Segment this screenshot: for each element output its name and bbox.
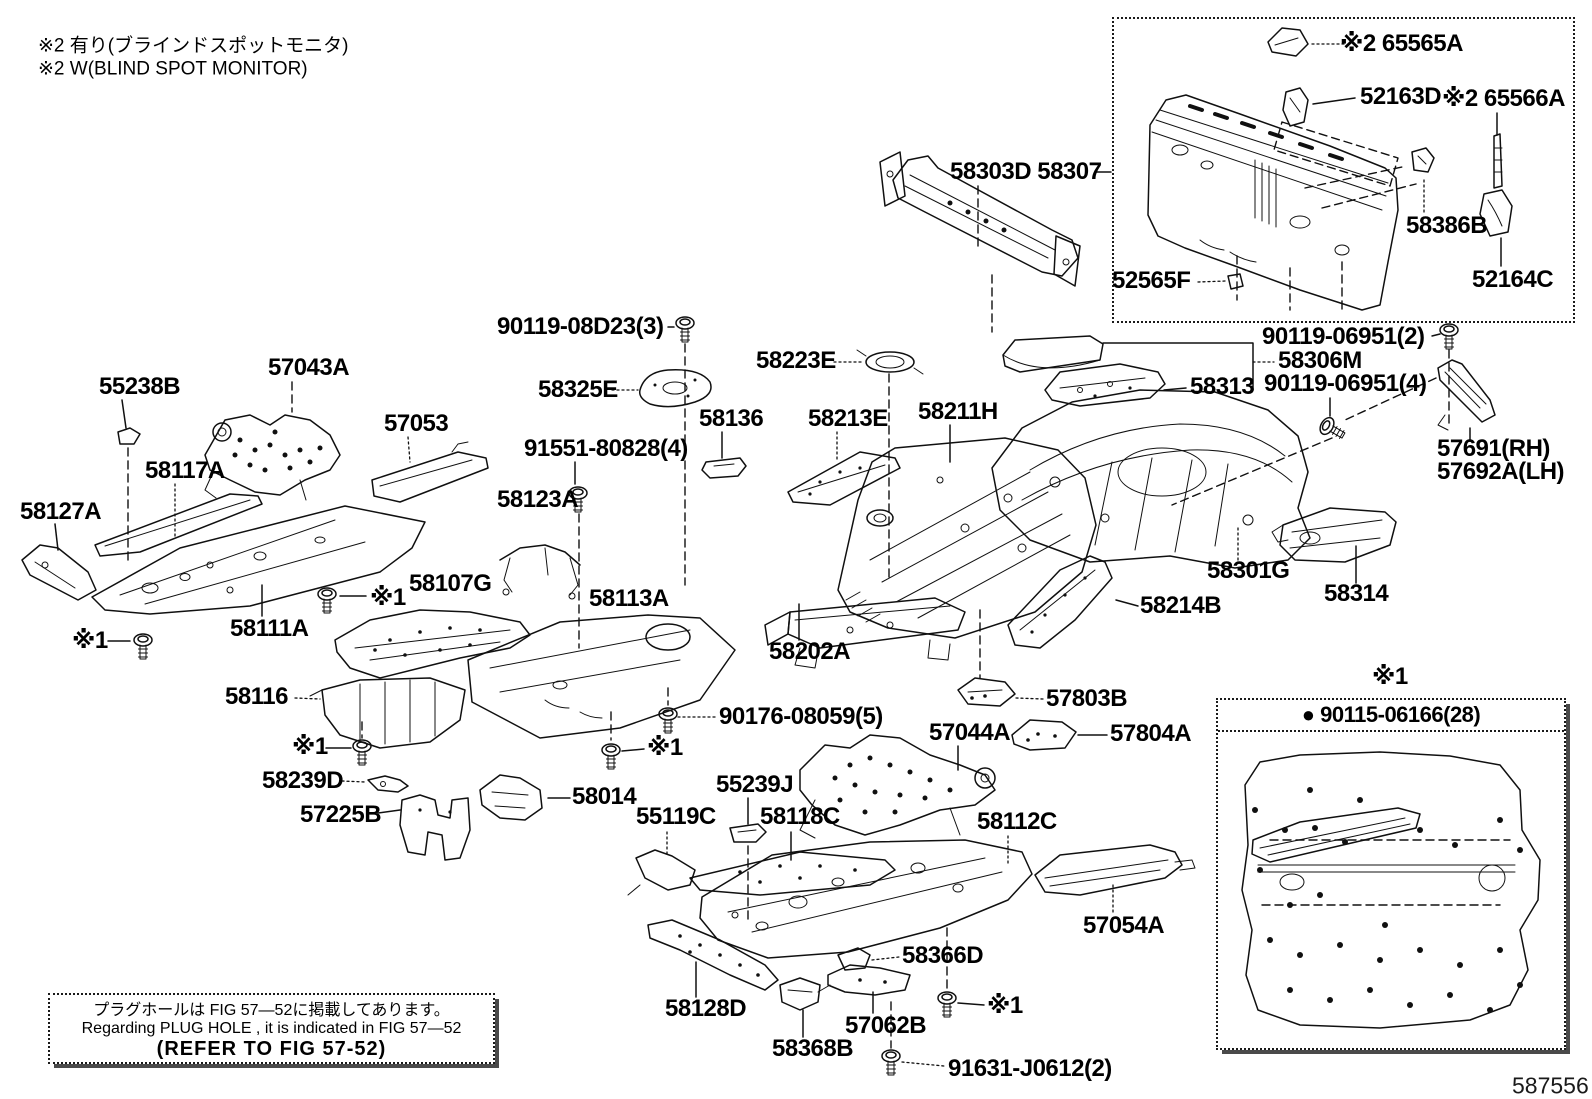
part-label-65566a: ※2 65566A bbox=[1442, 85, 1565, 112]
part-label-57053: 57053 bbox=[384, 410, 449, 437]
part-label-58107g: 58107G bbox=[409, 570, 492, 597]
part-label-58366d: 58366D bbox=[902, 942, 984, 969]
part-drawing-57053 bbox=[371, 441, 489, 503]
part-drawing-55238B bbox=[117, 427, 141, 445]
part-drawing-58123A bbox=[499, 544, 581, 600]
part-label-52163d: 52163D bbox=[1360, 83, 1442, 110]
part-drawing-57043A bbox=[204, 414, 341, 501]
part-drawing-58117A bbox=[94, 493, 263, 557]
part-drawing-58223E bbox=[856, 349, 924, 375]
part-label-58325e: 58325E bbox=[538, 376, 618, 403]
part-label-91551-80828-4: 91551-80828(4) bbox=[524, 435, 688, 462]
part-label-58313: 58313 bbox=[1190, 373, 1255, 400]
part-label-58116: 58116 bbox=[225, 683, 288, 710]
bolt-reference-box: ● 90115-06166(28) bbox=[1216, 698, 1566, 1050]
part-drawing-58128D bbox=[647, 919, 779, 991]
part-label-57803b: 57803B bbox=[1046, 685, 1128, 712]
part-label-58368b: 58368B bbox=[772, 1035, 854, 1062]
part-label-58127a: 58127A bbox=[20, 498, 102, 525]
part-drawing-58366D bbox=[837, 947, 871, 971]
part-label-58213e: 58213E bbox=[808, 405, 888, 432]
part-drawing-57225B bbox=[399, 794, 471, 861]
part-drawing-58301G bbox=[991, 389, 1311, 569]
part-label-58301g: 58301G bbox=[1207, 557, 1290, 584]
part-drawing-58118C bbox=[689, 851, 896, 896]
plug-note-reference: (REFER TO FIG 57-52) bbox=[156, 1038, 387, 1060]
part-label-58123a: 58123A bbox=[497, 486, 579, 513]
part-drawing-58325E bbox=[638, 369, 712, 408]
note-blind-spot-japanese: ※2 有り(ブラインドスポットモニタ) bbox=[38, 35, 349, 57]
part-label-ref1-c: ※1 bbox=[292, 733, 328, 760]
part-label-58136: 58136 bbox=[699, 405, 764, 432]
part-label-ref1-a: ※1 bbox=[370, 584, 406, 611]
part-label-55238b: 55238B bbox=[99, 373, 181, 400]
part-label-57691-rh: 57691(RH) bbox=[1437, 435, 1550, 462]
part-label-58386b: 58386B bbox=[1406, 212, 1488, 239]
part-label-58314: 58314 bbox=[1324, 580, 1389, 607]
part-drawing-58136 bbox=[701, 457, 747, 479]
part-drawing-58112C bbox=[699, 839, 1033, 959]
part-drawing-58211H bbox=[837, 437, 1097, 639]
part-drawing-58116 bbox=[309, 677, 466, 749]
figure-number: 587556 bbox=[1512, 1072, 1589, 1099]
part-drawing-57062B bbox=[817, 964, 911, 996]
part-drawing-58313 bbox=[1044, 363, 1166, 407]
part-drawing-58368B bbox=[779, 977, 821, 1011]
part-label-58239d: 58239D bbox=[262, 767, 344, 794]
part-label-58112c: 58112C bbox=[977, 808, 1057, 835]
part-drawing-58213E bbox=[787, 451, 901, 506]
part-drawing-57054A bbox=[1034, 844, 1196, 896]
part-label-ref1-marker: ※1 bbox=[1372, 663, 1408, 690]
part-drawing-58127A bbox=[21, 544, 97, 601]
part-label-58128d: 58128D bbox=[665, 995, 747, 1022]
part-label-58117a: 58117A bbox=[145, 457, 225, 484]
part-label-58014: 58014 bbox=[572, 783, 637, 810]
part-label-ref1-b: ※1 bbox=[72, 627, 108, 654]
part-label-58214b: 58214B bbox=[1140, 592, 1222, 619]
part-drawing-58113A bbox=[467, 614, 736, 739]
part-label-58223e: 58223E bbox=[756, 347, 836, 374]
part-label-57043a: 57043A bbox=[268, 354, 350, 381]
part-label-58211h: 58211H bbox=[918, 398, 998, 425]
part-label-90119-08d23-3: 90119-08D23(3) bbox=[497, 313, 664, 340]
part-drawing-55119C bbox=[627, 849, 696, 896]
part-label-65565a: ※2 65565A bbox=[1340, 30, 1463, 57]
plug-note-english: Regarding PLUG HOLE , it is indicated in… bbox=[81, 1020, 462, 1037]
part-drawing-58214B bbox=[1007, 555, 1113, 649]
part-label-90176-08059-5: 90176-08059(5) bbox=[719, 703, 883, 730]
part-label-91631-j0612-2: 91631-J0612(2) bbox=[948, 1055, 1112, 1082]
part-label-ref1-d: ※1 bbox=[647, 734, 683, 761]
part-drawing-57691 bbox=[1437, 359, 1496, 431]
part-drawing-58239D bbox=[367, 775, 409, 793]
part-label-52164c: 52164C bbox=[1472, 266, 1554, 293]
part-drawing-58014 bbox=[479, 774, 543, 821]
part-label-90119-06951-2: 90119-06951(2) bbox=[1262, 323, 1425, 350]
part-label-57225b: 57225B bbox=[300, 801, 382, 828]
part-drawing-58306M bbox=[1002, 335, 1104, 373]
part-drawing-58314 bbox=[1271, 507, 1397, 563]
part-label-58118c: 58118C bbox=[760, 803, 840, 830]
part-label-57804a: 57804A bbox=[1110, 720, 1192, 747]
part-label-57062b: 57062B bbox=[845, 1012, 927, 1039]
bolt-reference-part-number: ● 90115-06166(28) bbox=[1218, 700, 1564, 732]
part-label-55239j: 55239J bbox=[716, 771, 794, 798]
part-label-58111a: 58111A bbox=[230, 615, 309, 642]
part-label-55119c: 55119C bbox=[636, 803, 716, 830]
plug-hole-note-box: プラグホールは FIG 57—52に掲載してあります。 Regarding PL… bbox=[48, 993, 495, 1064]
part-drawing-58107G bbox=[334, 609, 531, 679]
part-label-52565f: 52565F bbox=[1112, 267, 1191, 294]
part-label-58113a: 58113A bbox=[589, 585, 669, 612]
part-label-ref1-e: ※1 bbox=[987, 992, 1023, 1019]
note-blind-spot-english: ※2 W(BLIND SPOT MONITOR) bbox=[38, 58, 308, 80]
part-label-58306m: 58306M bbox=[1278, 347, 1362, 374]
part-label-57044a: 57044A bbox=[929, 719, 1011, 746]
part-label-58303d-58307: 58303D 58307 bbox=[950, 158, 1102, 185]
part-label-57054a: 57054A bbox=[1083, 912, 1165, 939]
plug-note-japanese: プラグホールは FIG 57—52に掲載してあります。 bbox=[93, 1002, 450, 1019]
part-label-57692a-lh: 57692A(LH) bbox=[1437, 458, 1565, 485]
part-label-90119-06951-4: 90119-06951(4) bbox=[1264, 370, 1427, 397]
part-drawing-57804A bbox=[1011, 719, 1077, 751]
part-label-58202a: 58202A bbox=[769, 638, 851, 665]
part-drawing-57803B bbox=[957, 677, 1016, 707]
